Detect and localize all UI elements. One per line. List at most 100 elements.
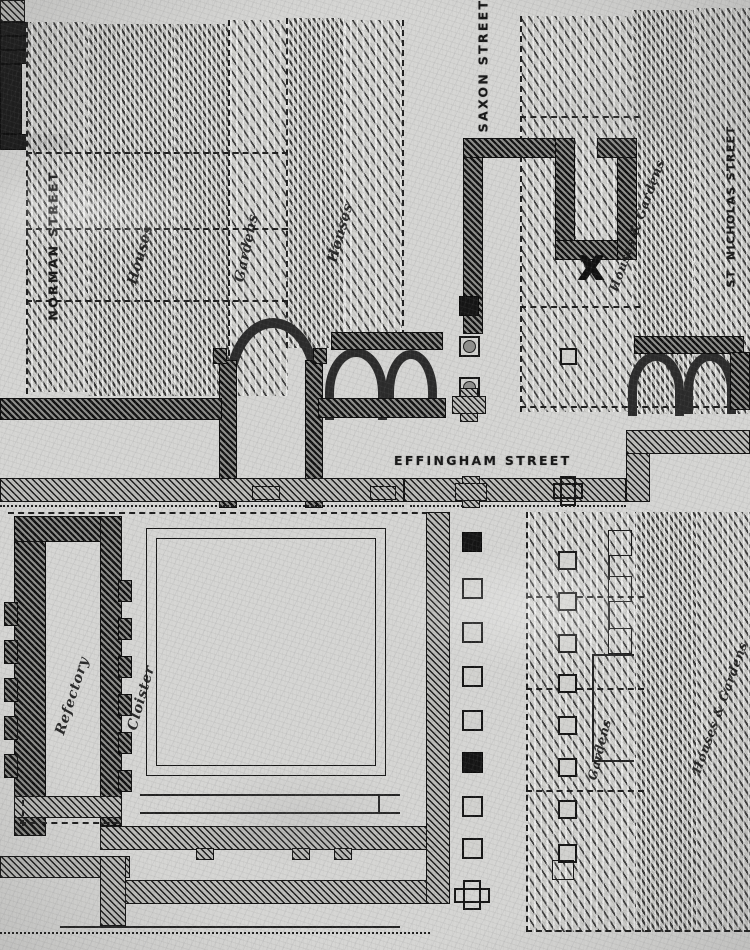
plot-division-line [526, 512, 528, 932]
cloister-walk-line [140, 812, 400, 814]
buttress [4, 716, 18, 740]
refectory-west-wall [14, 516, 46, 836]
site-boundary-line [60, 926, 400, 928]
north-arm-north-wall [463, 138, 575, 158]
plot-division-line [228, 20, 230, 396]
wall-jamb [0, 36, 28, 50]
wall-jamb [0, 22, 28, 36]
houses-block-center [288, 18, 344, 348]
buttress [196, 848, 214, 860]
houses-block-nw [88, 24, 174, 396]
nave-pier-4 [462, 666, 483, 687]
se-plot-pier [558, 634, 577, 653]
buttress [4, 754, 18, 778]
nave-pier-3 [462, 622, 483, 643]
nave-south-wall-east [404, 478, 626, 502]
buttress [118, 656, 132, 678]
buttress [118, 580, 132, 602]
se-structure-outline [552, 860, 574, 880]
se-plot-pier [558, 844, 577, 863]
se-wall-fragment [0, 64, 22, 134]
apse-west-pier-left [219, 360, 237, 508]
foundation-dotted-line [410, 505, 626, 507]
south-range-west-return [0, 856, 130, 878]
nave-pier-6 [462, 752, 483, 773]
aisle-wall-east [634, 336, 744, 354]
gardens-block-ne [520, 16, 632, 412]
east-claustral-wall [426, 512, 450, 904]
foundation-dotted-line [0, 505, 404, 507]
nave-pier-1 [462, 532, 482, 552]
nave-pier-7 [462, 796, 483, 817]
excavation-x-mark: X [578, 249, 605, 289]
se-plot-pier [558, 592, 577, 611]
plot-division-line [526, 790, 644, 792]
claustral-precinct-dashed [8, 512, 438, 514]
apse-west-springer-r [313, 348, 327, 364]
apse-west-springer-l [213, 348, 227, 364]
south-range-west-wall [100, 856, 126, 926]
site-boundary-dotted [0, 932, 430, 934]
houses-block-nw-2 [174, 24, 230, 396]
se-structure-line [592, 760, 634, 762]
north-arm-east-wall [463, 138, 483, 334]
pier-base-plinth [370, 486, 396, 500]
se-structure-outline [608, 576, 632, 602]
apse-chapel-east-a [628, 352, 684, 416]
gardens-block-se [528, 512, 636, 932]
street-label-stnicholas: ST. NICHOLAS STREET [724, 125, 738, 288]
buttress [4, 678, 18, 702]
buttress [4, 640, 18, 664]
houses-gardens-block-se [636, 512, 696, 932]
buttress [4, 602, 18, 626]
se-structure-line [608, 602, 610, 630]
masonry-fragment-ne [0, 0, 25, 22]
north-arm-west-wall [555, 138, 575, 258]
cloister-walk-line [378, 794, 380, 814]
wall-jamb [0, 50, 28, 64]
north-precinct-wall [0, 398, 222, 420]
buttress [118, 770, 132, 792]
nave-pier-south-cruciform [454, 880, 490, 910]
pier-base-plinth [252, 486, 280, 500]
street-pier-cruciform [455, 476, 487, 508]
crossing-pier-solid [459, 296, 479, 316]
se-plot-pier [558, 800, 577, 819]
plot-division-line [26, 300, 288, 302]
buttress [118, 694, 132, 716]
plot-division-line [26, 22, 28, 394]
crossing-pier-cruciform [452, 388, 486, 422]
plot-division-line [286, 18, 288, 348]
houses-block-nw-outer [26, 22, 88, 392]
buttress [118, 618, 132, 640]
buttress [334, 848, 352, 860]
plot-division-line [520, 116, 640, 118]
nave-south-wall [0, 478, 404, 502]
se-structure-line [592, 654, 634, 656]
apse-chapel-center-b [385, 350, 437, 418]
plot-division-line [26, 228, 288, 230]
street-label-effingham: EFFINGHAM STREET [394, 453, 572, 468]
pier-ne-upper [560, 348, 577, 365]
north-arm-return-wall [555, 240, 637, 260]
nave-pier-2 [462, 578, 483, 599]
aisle-wall-center [331, 332, 443, 350]
apse-chapel-center-a [325, 348, 387, 420]
area-label-refectory: Refectory [52, 655, 93, 737]
refectory-south-wall [14, 796, 122, 818]
apse-chapel-east-b [684, 352, 736, 414]
north-east-precinct-wall [626, 430, 750, 454]
street-pier-outline [553, 476, 583, 506]
plot-division-line [26, 152, 288, 154]
se-structure-line [608, 556, 610, 580]
se-plot-pier [558, 716, 577, 735]
gardens-block-se-edge [696, 512, 750, 932]
north-precinct-wall-2 [318, 398, 446, 418]
nave-pier-8 [462, 838, 483, 859]
plot-division-line [520, 306, 640, 308]
plot-division-line [520, 16, 522, 412]
street-label-norman: NORMAN STREET [45, 170, 61, 321]
gardens-block-center [344, 20, 402, 348]
plot-division-line [526, 688, 644, 690]
